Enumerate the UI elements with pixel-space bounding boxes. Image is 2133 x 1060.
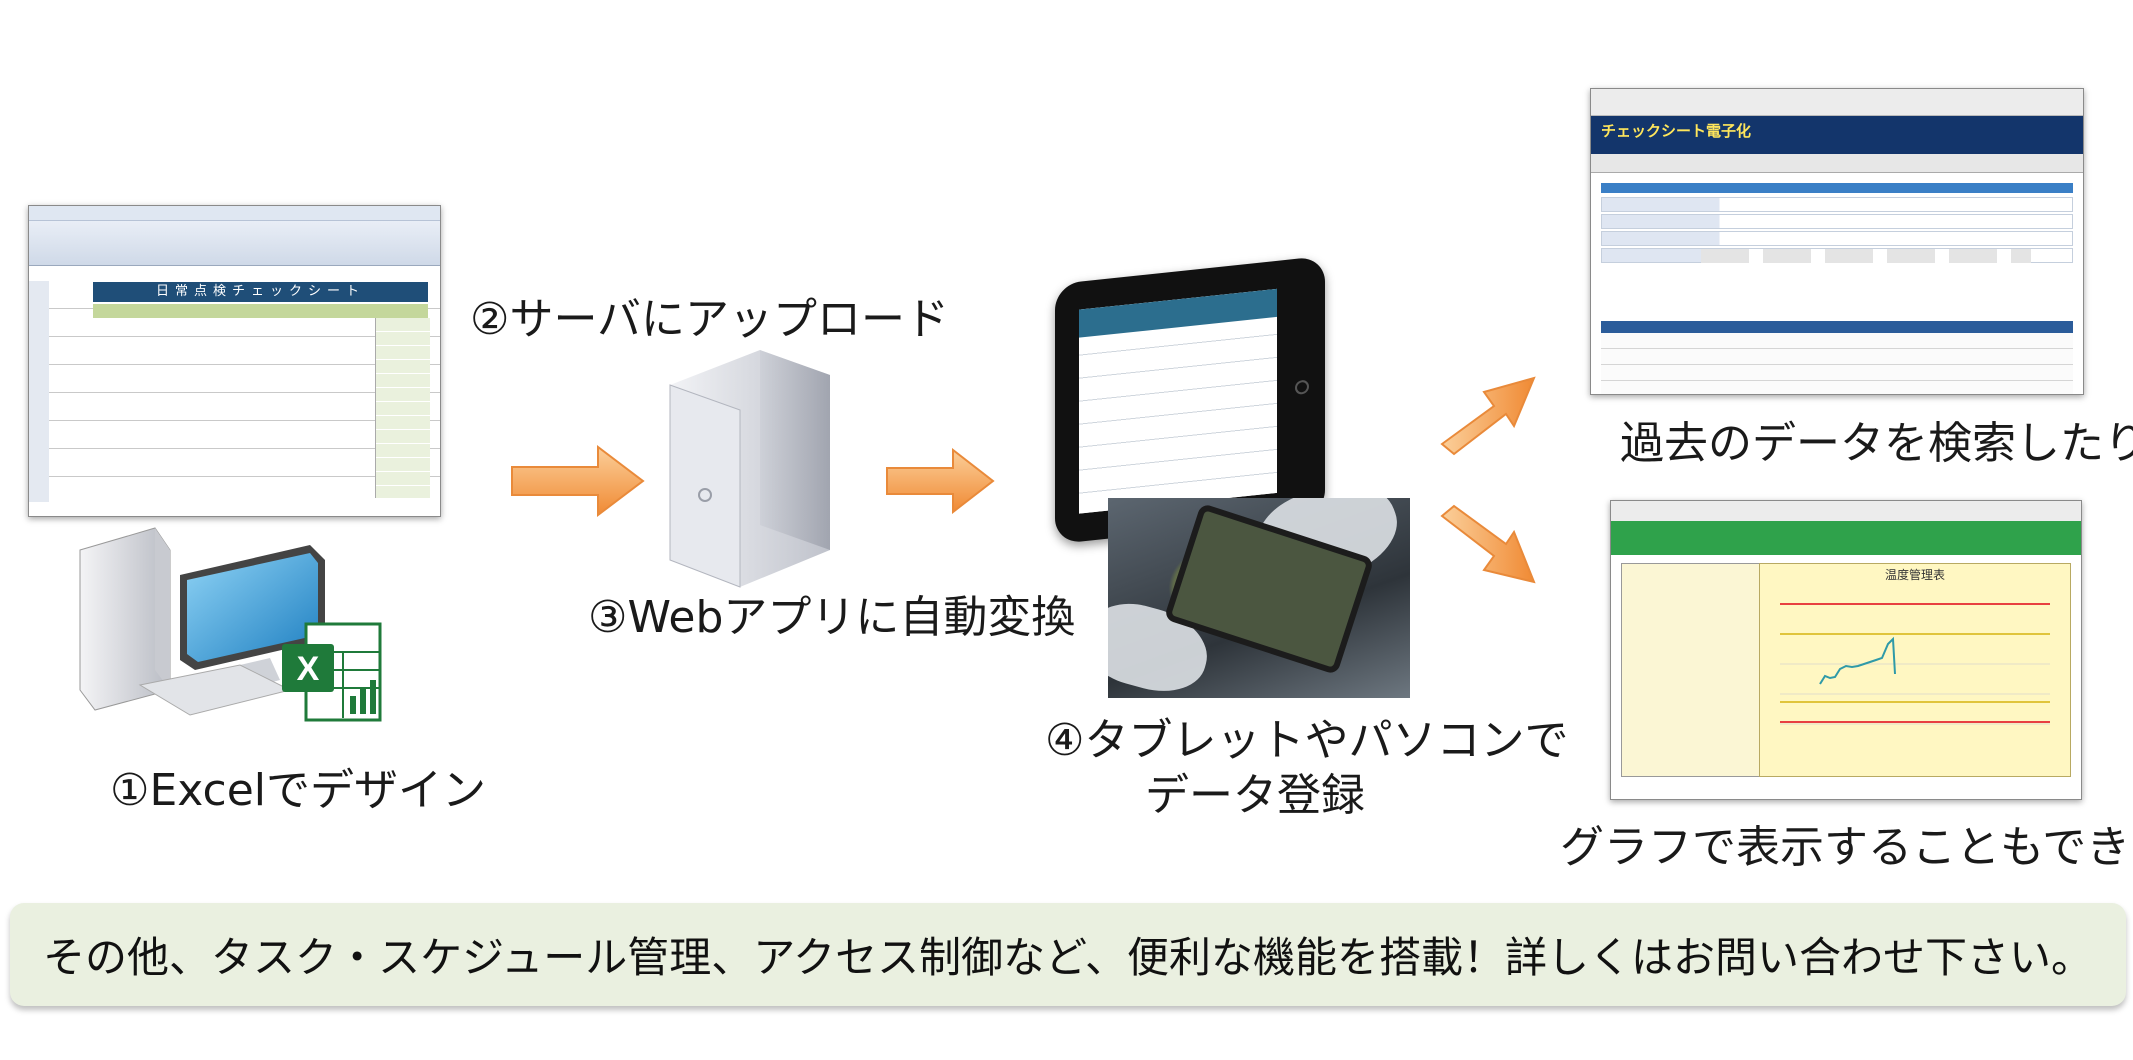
browser-toolbar [1591, 89, 2083, 116]
right-arrow-icon-2 [886, 448, 995, 514]
right-arrow-icon [511, 445, 645, 517]
excel-ribbon [29, 221, 440, 266]
graph-table [1621, 563, 1761, 777]
step1-label: ①Excelでデザイン [110, 765, 486, 816]
svg-text:X: X [297, 650, 320, 688]
server-icon [669, 350, 830, 588]
temperature-chart [1780, 603, 2050, 725]
search-buttons [1701, 249, 2031, 263]
result-row [1601, 333, 2073, 349]
result-row [1601, 349, 2073, 365]
form-row [1601, 214, 2073, 229]
footer-text: その他、タスク・スケジュール管理、アクセス制御など、便利な機能を搭載！詳しくはお… [42, 933, 2094, 982]
excel-row-headers [29, 281, 50, 502]
step4-label-line2: データ登録 [1145, 770, 1365, 821]
arrow-down-right-icon [1440, 504, 1536, 584]
step4-label-line1: ④タブレットやパソコンで [1045, 715, 1569, 766]
chart-title: 温度管理表 [1884, 568, 1945, 582]
app-title: チェックシート電子化 [1601, 122, 1752, 140]
form-row [1601, 231, 2073, 246]
desktop-pc-illustration [79, 527, 325, 716]
result-row [1601, 365, 2073, 381]
search-label: 過去のデータを検索したり、 [1620, 418, 2133, 469]
step2-label: ②サーバにアップロード [470, 294, 950, 345]
graph-app-screenshot: 温度管理表 [1610, 500, 2082, 800]
excel-sheet-title: 日常点検チェックシート [93, 282, 428, 302]
tablet-home-button [1295, 379, 1309, 395]
excel-screenshot: 日常点検チェックシート [28, 205, 441, 517]
tablet-usage-photo [1108, 498, 1410, 698]
step4-label: ④タブレットやパソコンで データ登録 [1045, 713, 1569, 823]
excel-title-bar [29, 206, 440, 221]
excel-result-column [375, 318, 430, 498]
browser-toolbar [1611, 501, 2081, 522]
tablet-screen [1079, 288, 1277, 514]
excel-header-col [93, 304, 428, 318]
step3-label: ③Webアプリに自動変換 [588, 592, 1076, 643]
graph-app-header [1611, 521, 2081, 555]
graph-label: グラフで表示することもできます [1560, 822, 2133, 873]
temperature-series [1819, 636, 1896, 685]
excel-icon: X [282, 622, 382, 722]
app-header: チェックシート電子化 [1591, 116, 2083, 154]
arrow-up-right-icon [1440, 376, 1536, 456]
search-panel-bar [1601, 183, 2073, 193]
result-grid-header [1601, 321, 2073, 333]
result-row [1601, 381, 2073, 394]
search-app-screenshot: チェックシート電子化 [1590, 88, 2084, 395]
app-menu-bar [1591, 154, 2083, 173]
chart-panel: 温度管理表 [1759, 563, 2071, 777]
footer-banner: その他、タスク・スケジュール管理、アクセス制御など、便利な機能を搭載！詳しくはお… [10, 903, 2126, 1006]
form-row [1601, 197, 2073, 212]
